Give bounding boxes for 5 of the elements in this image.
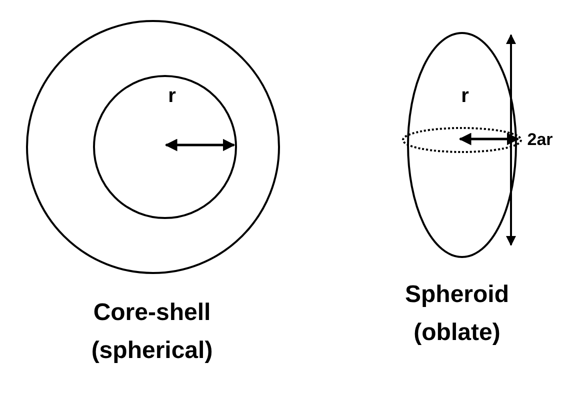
dimension-label: 2ar bbox=[526, 130, 554, 150]
radius-label: r bbox=[460, 84, 470, 108]
caption: Spheroid (oblate) bbox=[404, 280, 510, 348]
caption: Core-shell (spherical) bbox=[90, 298, 214, 366]
radius-label: r bbox=[167, 84, 177, 108]
